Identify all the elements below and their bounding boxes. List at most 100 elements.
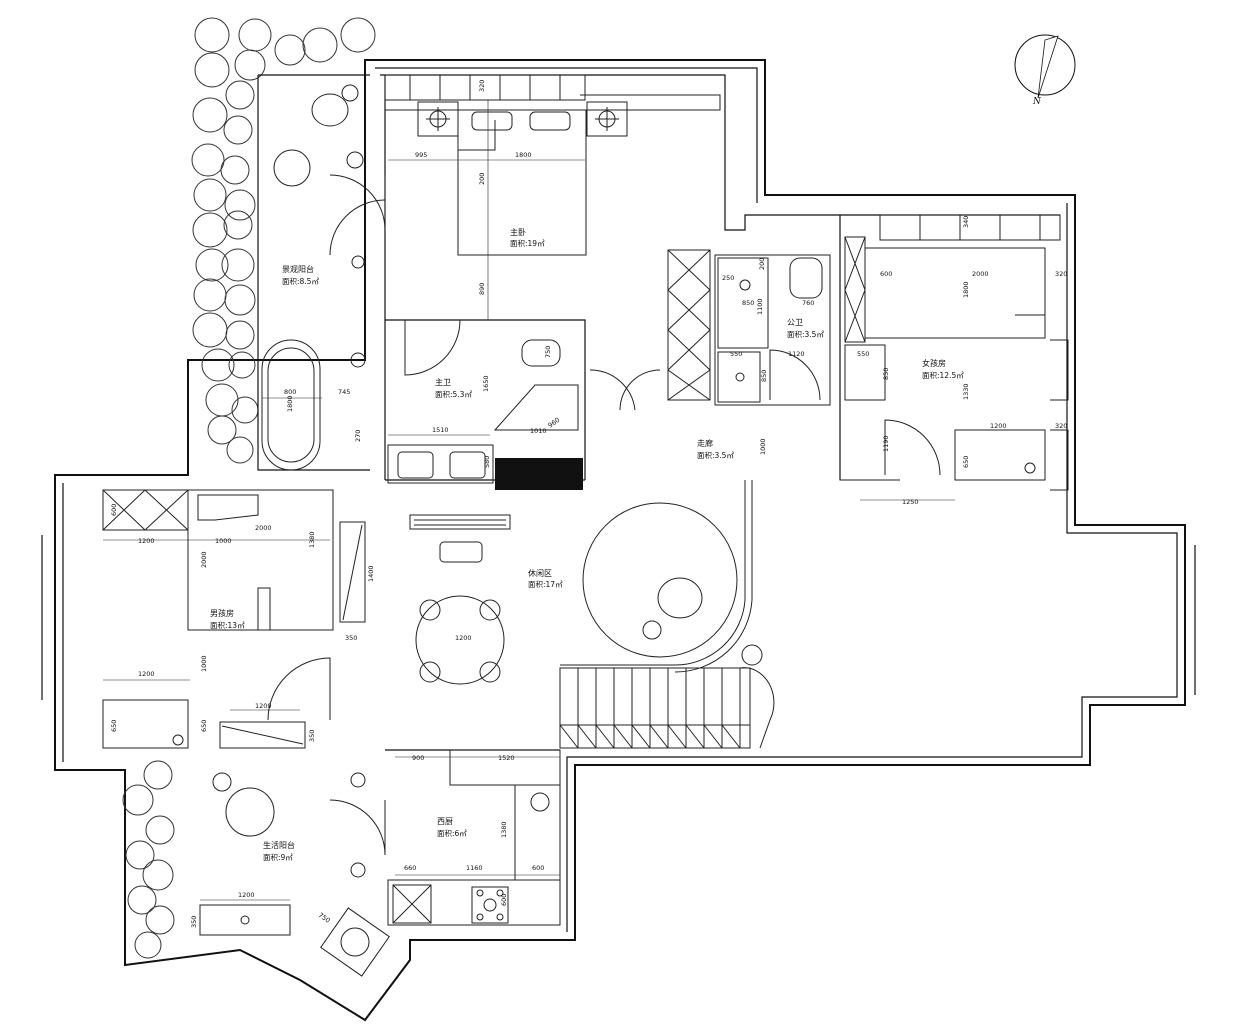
armchair	[273, 149, 311, 187]
laundry-sink	[199, 904, 291, 936]
boy-room	[41, 489, 1196, 749]
room-name: 休闲区	[528, 568, 552, 578]
room-name: 景观阳台	[282, 264, 314, 274]
toilet	[521, 339, 561, 367]
dim-label: 1380	[500, 821, 508, 838]
room-name: 男孩房	[210, 608, 234, 618]
dim-label: 1160	[466, 864, 483, 872]
dim-label: 340	[962, 216, 970, 228]
dining-table	[415, 595, 505, 685]
dim-label: 960	[547, 416, 562, 430]
toilet-public	[789, 257, 823, 299]
dim-label: 1200	[138, 537, 155, 545]
dim-label: 350	[308, 730, 316, 742]
washer	[320, 907, 390, 977]
lounge-chair-balcony	[225, 787, 275, 837]
dim-label: 1650	[482, 375, 490, 392]
wardrobe-top	[879, 214, 1061, 241]
dim-label: 320	[1055, 422, 1067, 430]
planter-trees-bottom	[122, 760, 175, 959]
girl-room	[839, 214, 1069, 491]
ottoman	[439, 541, 483, 563]
kitchen	[385, 749, 561, 926]
room-name: 公卫	[787, 318, 803, 327]
tv-console	[409, 514, 511, 530]
dim-label: 745	[338, 388, 350, 396]
room-name: 生活阳台	[263, 840, 295, 850]
leisure-area	[415, 480, 753, 685]
dim-label: 580	[483, 456, 491, 468]
room-area: 面积:6㎡	[437, 828, 467, 838]
dim-label: 550	[857, 350, 869, 358]
dim-label: 650	[200, 720, 208, 732]
dim-label: 890	[478, 283, 486, 295]
dim-label: 600	[500, 894, 508, 906]
side-table-icon	[341, 84, 359, 102]
north-arrow-icon: N	[1014, 34, 1076, 107]
room-name: 女孩房	[922, 358, 946, 368]
counter-bottom	[387, 879, 561, 926]
dim-label: 1200	[990, 422, 1007, 430]
dim-label: 1520	[498, 754, 515, 762]
dim-label: 600	[532, 864, 544, 872]
room-area: 面积:3.5㎡	[697, 450, 734, 460]
desk-girl	[954, 429, 1046, 481]
shower-tray	[495, 458, 583, 490]
master-bedroom	[329, 74, 721, 480]
dim-label: 850	[742, 299, 754, 307]
dim-label: 550	[730, 350, 742, 358]
dim-label: 750	[317, 911, 332, 925]
planter-trees-left	[191, 17, 376, 464]
dim-label: 1190	[882, 435, 890, 452]
dim-label: 750	[544, 346, 552, 358]
dim-label: 1000	[759, 438, 767, 455]
basin	[717, 351, 761, 403]
room-name: 主卫	[435, 377, 451, 387]
dim-label: 200	[758, 258, 766, 270]
dim-label: 1800	[962, 281, 970, 298]
view-balcony	[257, 74, 370, 471]
dim-label: 2000	[200, 551, 208, 568]
dim-label: 2000	[972, 270, 989, 278]
dim-label: 1010	[530, 427, 547, 435]
dim-label: 1200	[138, 670, 155, 678]
dim-label: 850	[882, 368, 890, 380]
dim-label: 350	[190, 916, 198, 928]
dim-label: 1800	[286, 395, 294, 412]
dim-label: 800	[284, 388, 296, 396]
master-bath	[385, 319, 586, 563]
vanity	[387, 444, 494, 484]
room-name: 西厨	[437, 817, 453, 826]
dim-label: 250	[722, 274, 734, 282]
dim-label: 1000	[215, 537, 232, 545]
dim-label: 1100	[756, 298, 764, 315]
dim-label: 760	[802, 299, 814, 307]
dim-label: 1200	[455, 634, 472, 642]
room-name: 主卧	[510, 227, 526, 237]
dim-label: 200	[478, 173, 486, 185]
room-area: 面积:17㎡	[528, 579, 563, 589]
dim-label: 1200	[238, 891, 255, 899]
lounge-chair-leisure	[657, 577, 703, 619]
dimension-lines	[103, 100, 955, 901]
dim-label: 350	[345, 634, 357, 642]
public-bath	[589, 249, 900, 481]
room-area: 面积:5.3㎡	[435, 389, 472, 399]
room-area: 面积:3.5㎡	[787, 329, 824, 339]
outer-walls	[54, 59, 1186, 1022]
dim-label: 2000	[255, 524, 272, 532]
dim-label: 600	[880, 270, 892, 278]
desk-boy	[102, 699, 189, 749]
dim-label: 1000	[200, 655, 208, 672]
north-label: N	[1032, 97, 1042, 107]
dim-label: 1510	[432, 426, 449, 434]
dim-label: 1800	[515, 151, 532, 159]
life-balcony	[199, 772, 390, 977]
bathtub	[261, 339, 321, 471]
dim-label: 900	[412, 754, 424, 762]
stove	[471, 886, 509, 924]
lounge-chair	[311, 93, 349, 127]
room-area: 面积:13㎡	[210, 620, 245, 630]
bed-girl	[864, 247, 1046, 339]
